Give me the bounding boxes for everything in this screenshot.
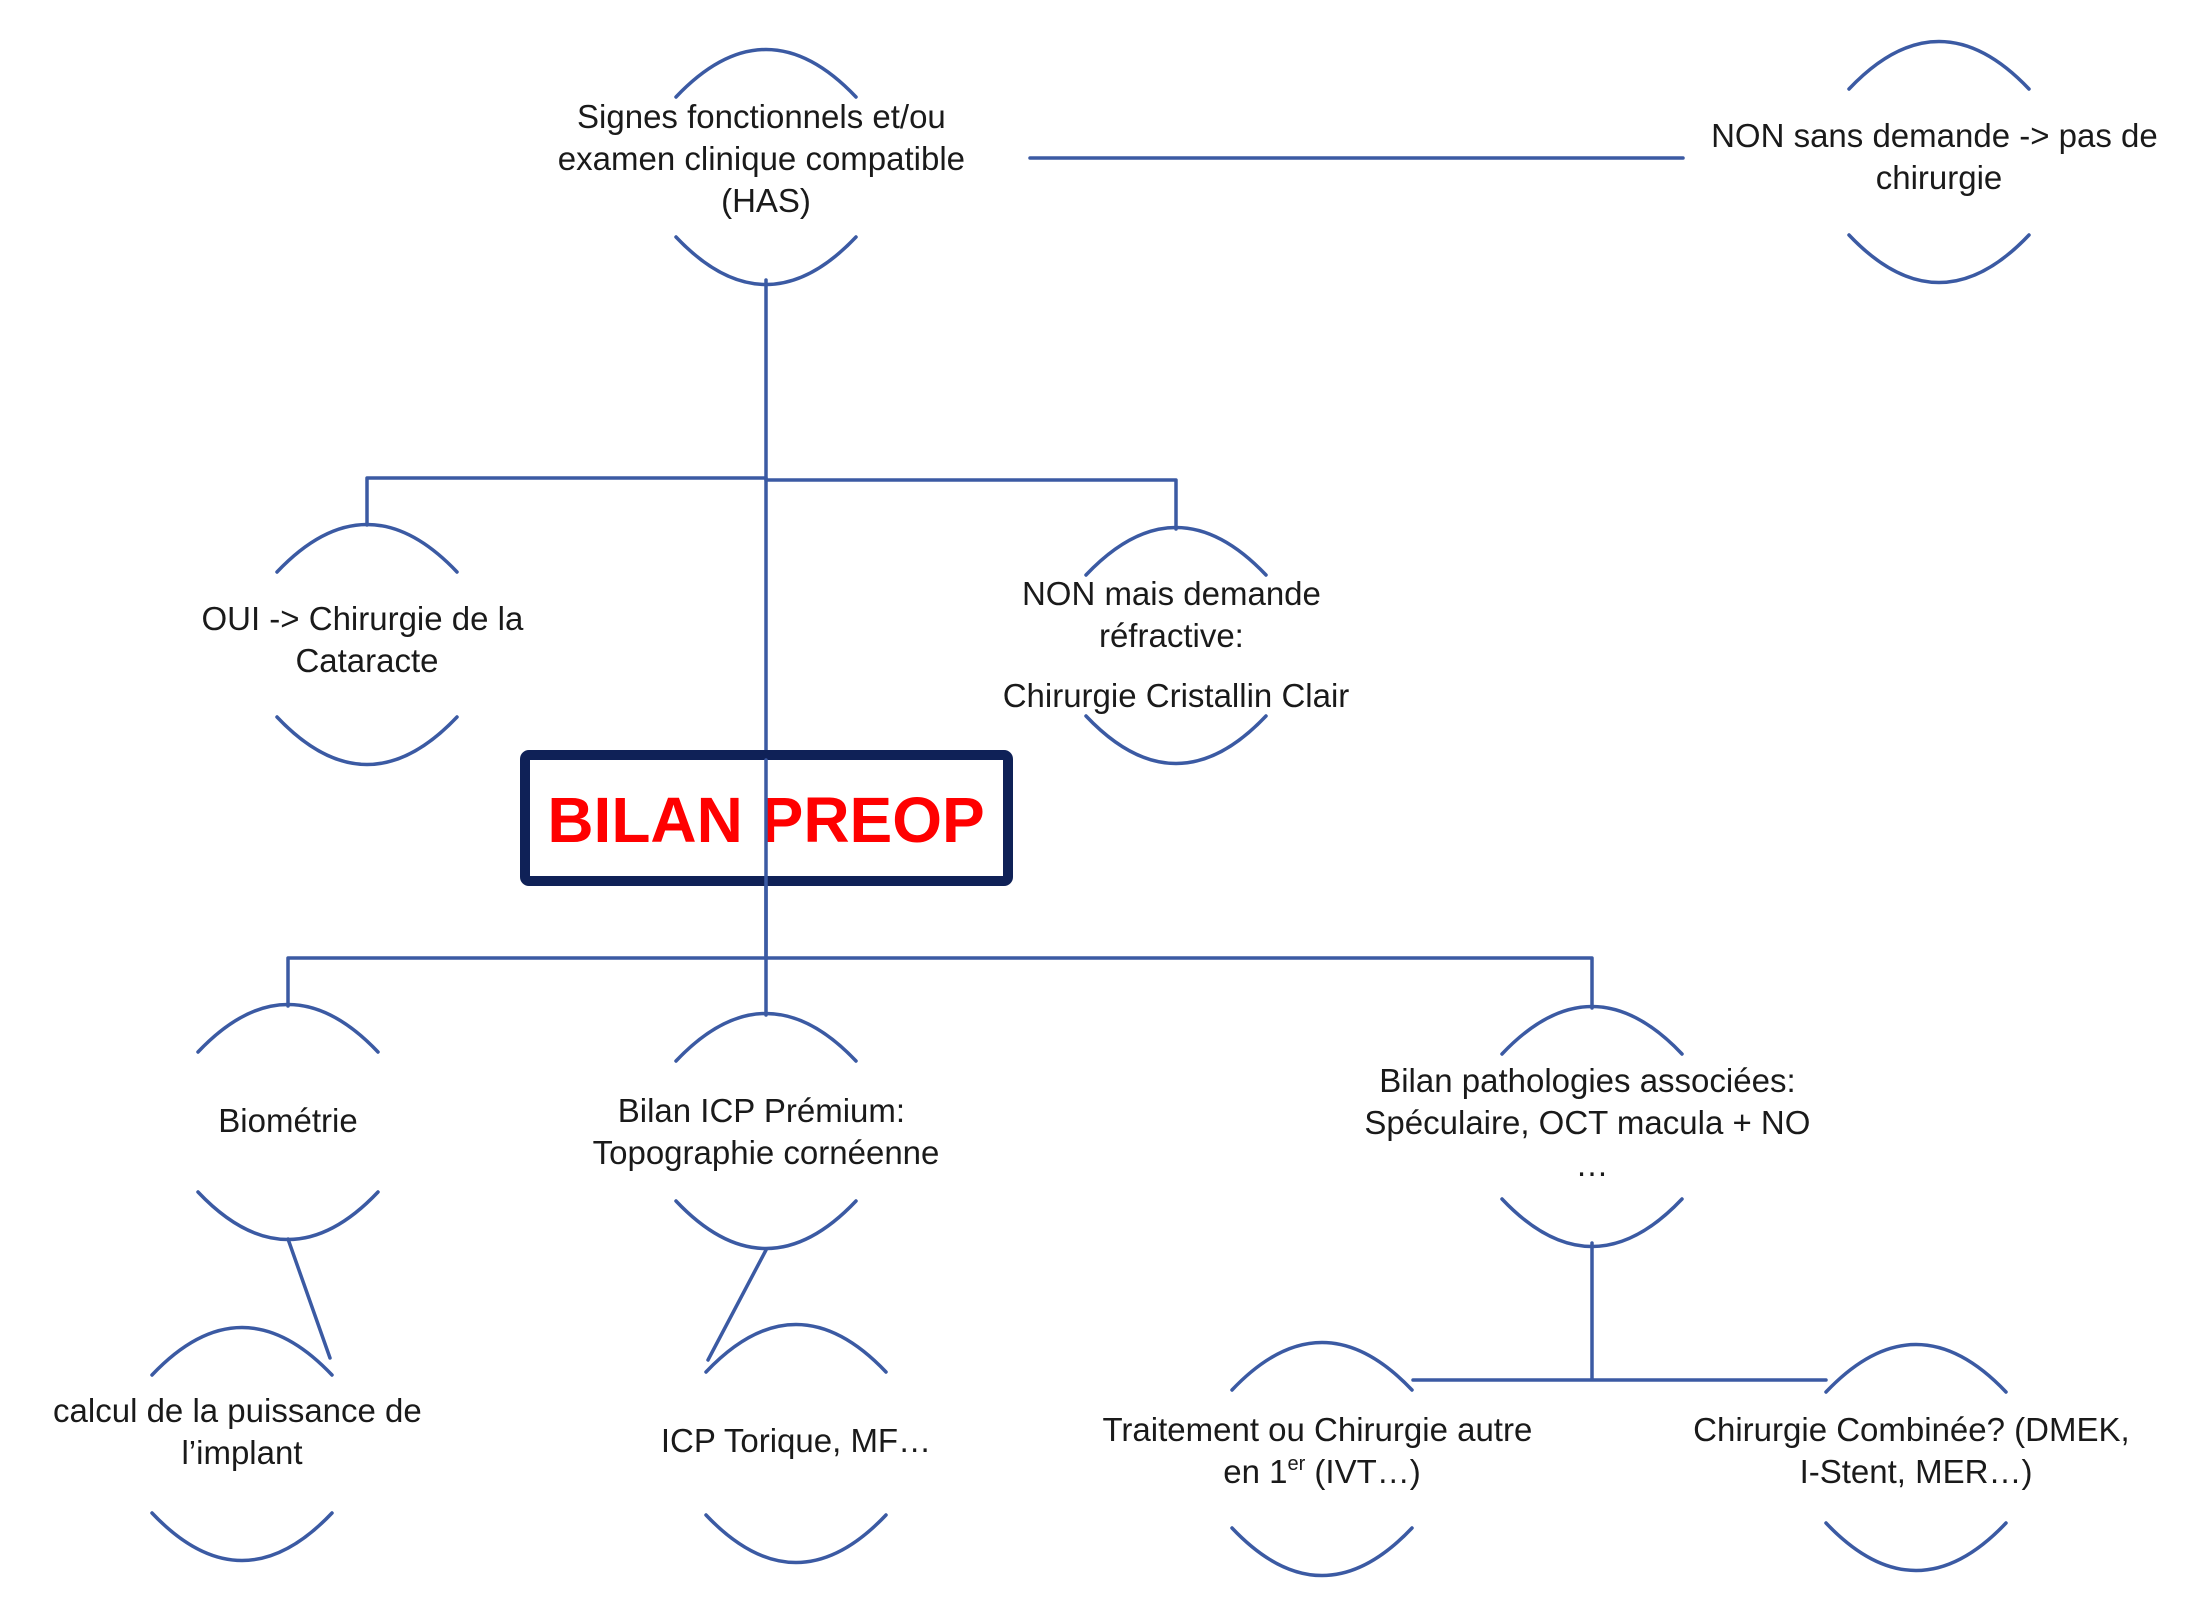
- arc-biometrie-top: [196, 1002, 380, 1054]
- node-non-mais-line-3: Chirurgie Cristallin Clair: [1003, 677, 1350, 714]
- node-calcul-label: calcul de la puissance de l’implant: [53, 1392, 431, 1471]
- node-combinee-label: Chirurgie Combinée? (DMEK, I-Stent, MER……: [1693, 1411, 2139, 1490]
- arc-biometrie-bottom: [196, 1190, 380, 1242]
- node-traitement-line-2-sup: er: [1287, 1453, 1305, 1475]
- node-signes-label: Signes fonctionnels et/ou examen cliniqu…: [558, 98, 974, 219]
- node-biometrie-line-1: Biométrie: [218, 1102, 357, 1139]
- node-non-mais-line-1: NON mais demande: [1022, 575, 1321, 612]
- arc-bilan-icp-top: [674, 1011, 858, 1063]
- arc-non-mais-bottom: [1084, 714, 1268, 766]
- arc-oui-top: [275, 522, 459, 574]
- node-traitement-line-2-pre: en 1: [1223, 1453, 1287, 1490]
- node-combinee-line-2: I-Stent, MER…): [1800, 1453, 2033, 1490]
- node-icp-torique-label: ICP Torique, MF…: [661, 1422, 931, 1459]
- arc-bilan-patho-bottom: [1500, 1197, 1684, 1249]
- arc-combinee-bottom: [1824, 1521, 2008, 1573]
- connector-patho-to-children: [1411, 1241, 1828, 1382]
- node-non-mais-line-2: réfractive:: [1099, 617, 1244, 654]
- node-biometrie-label: Biométrie: [218, 1102, 357, 1139]
- node-bilan-icp-label: Bilan ICP Prémium: Topographie cornéenne: [593, 1092, 940, 1171]
- arc-icp-torique-bottom: [704, 1513, 888, 1565]
- node-arcs: [150, 39, 2031, 1578]
- connector-biometrie-to-calcul: [286, 1237, 332, 1360]
- node-oui-label: OUI -> Chirurgie de la Cataracte: [201, 600, 532, 679]
- node-non-sans-line-1: NON sans demande -> pas de: [1711, 117, 2158, 154]
- node-calcul-line-1: calcul de la puissance de: [53, 1392, 422, 1429]
- arc-non-sans-bottom: [1847, 233, 2031, 285]
- connector-bilan-bus: [286, 956, 1594, 1010]
- node-calcul-line-2: l’implant: [181, 1434, 302, 1471]
- node-bilan-patho-line-1: Bilan pathologies associées:: [1379, 1062, 1795, 1099]
- node-bilan-patho-line-2: Spéculaire, OCT macula + NO: [1364, 1104, 1810, 1141]
- node-combinee-line-1: Chirurgie Combinée? (DMEK,: [1693, 1411, 2130, 1448]
- connector-branch-non-mais: [764, 478, 1178, 531]
- connectors: [286, 156, 1828, 1382]
- node-oui-line-2: Cataracte: [295, 642, 438, 679]
- arc-traitement-bottom: [1230, 1526, 1414, 1578]
- arc-non-mais-top: [1084, 525, 1268, 577]
- node-oui-line-1: OUI -> Chirurgie de la: [201, 600, 524, 637]
- node-signes-line-2: examen clinique compatible: [558, 140, 965, 177]
- arc-oui-bottom: [275, 715, 459, 767]
- node-traitement-label: Traitement ou Chirurgie autre en 1er (IV…: [1103, 1411, 1542, 1490]
- arc-calcul-top: [150, 1325, 334, 1377]
- arc-non-sans-top: [1847, 39, 2031, 91]
- arc-signes-top: [674, 47, 858, 99]
- node-signes-line-1: Signes fonctionnels et/ou: [577, 98, 946, 135]
- node-traitement-line-2: en 1er (IVT…): [1223, 1453, 1421, 1490]
- arc-signes-bottom: [674, 235, 858, 287]
- arc-combinee-top: [1824, 1342, 2008, 1394]
- node-bilan-patho-label: Bilan pathologies associées: Spéculaire,…: [1364, 1062, 1819, 1183]
- node-signes-line-3: (HAS): [721, 182, 811, 219]
- node-icp-torique-line-1: ICP Torique, MF…: [661, 1422, 931, 1459]
- arc-traitement-top: [1230, 1340, 1414, 1392]
- node-non-sans-line-2: chirurgie: [1876, 159, 2003, 196]
- node-traitement-line-2-post: (IVT…): [1305, 1453, 1420, 1490]
- node-non-sans-label: NON sans demande -> pas de chirurgie: [1711, 117, 2167, 196]
- connector-icp-to-torique: [706, 1248, 768, 1362]
- node-bilan-patho-line-3: …: [1576, 1146, 1609, 1183]
- arc-calcul-bottom: [150, 1511, 334, 1563]
- connector-branch-oui: [365, 476, 768, 527]
- node-labels: Signes fonctionnels et/ou examen cliniqu…: [53, 98, 2167, 1490]
- arc-bilan-patho-top: [1500, 1004, 1684, 1056]
- bilan-preop-node: BILAN PREOP: [520, 750, 1013, 958]
- node-traitement-line-1: Traitement ou Chirurgie autre: [1103, 1411, 1533, 1448]
- node-bilan-icp-line-2: Topographie cornéenne: [593, 1134, 940, 1171]
- arc-icp-torique-top: [704, 1322, 888, 1374]
- node-bilan-icp-line-1: Bilan ICP Prémium:: [618, 1092, 905, 1129]
- arc-bilan-icp-bottom: [674, 1199, 858, 1251]
- node-non-mais-label: NON mais demande réfractive: Chirurgie C…: [1003, 575, 1350, 714]
